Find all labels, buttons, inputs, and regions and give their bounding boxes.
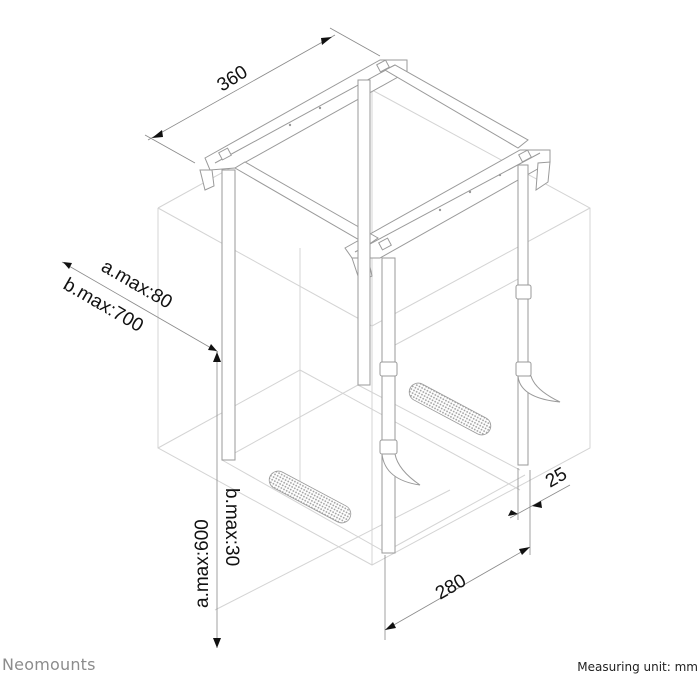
vertical-straps — [221, 79, 561, 554]
brand-logo-text: Neomounts — [2, 655, 96, 674]
dimension-280: 280 — [384, 470, 531, 640]
pc-box-outline — [221, 150, 526, 553]
dimension-height: a.max:600 b.max:30 — [192, 352, 242, 648]
dimension-label-280: 280 — [432, 570, 470, 604]
dimension-label-b-max-30: b.max:30 — [221, 488, 242, 566]
dimension-depth: a.max:80 b.max:700 — [60, 256, 219, 353]
dimension-label-360: 360 — [214, 62, 252, 97]
foot-pads — [268, 382, 492, 524]
measuring-unit-label: Measuring unit: mm — [577, 660, 698, 674]
dimension-label-a-max-600: a.max:600 — [192, 519, 213, 608]
dimension-25: 25 — [508, 464, 571, 520]
dimension-label-25: 25 — [542, 464, 571, 493]
top-mounting-frame — [199, 59, 551, 283]
